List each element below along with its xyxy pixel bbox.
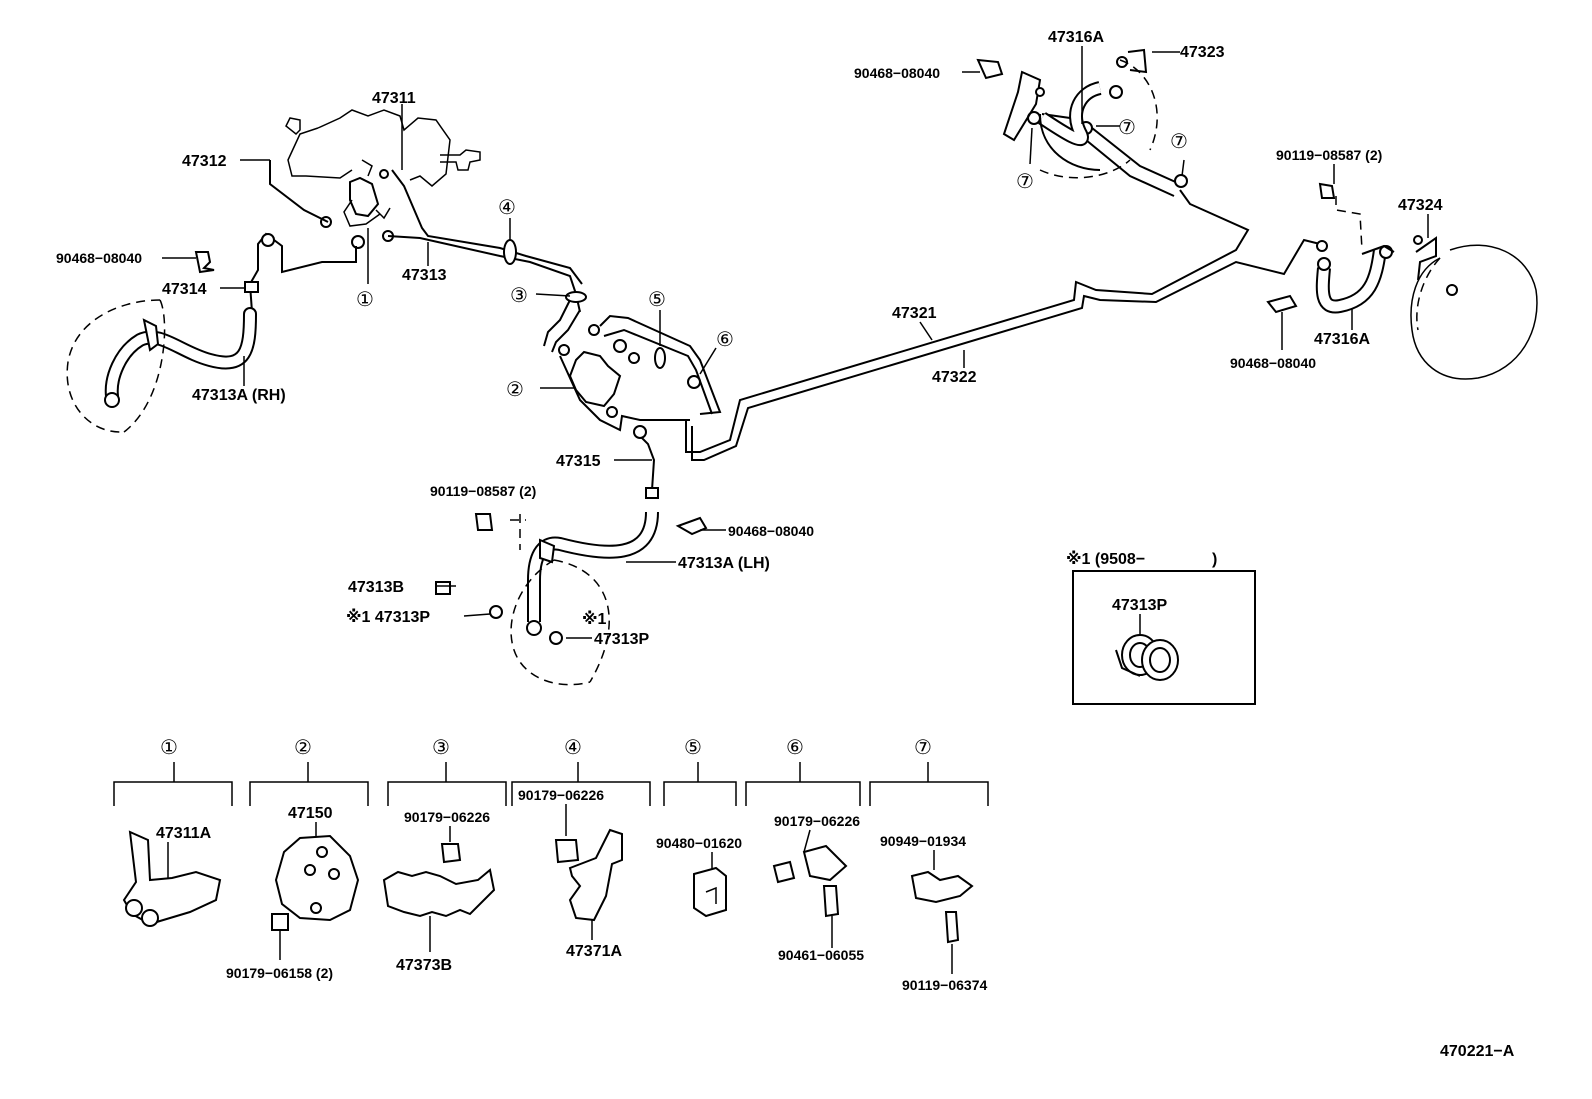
marker-3: ③ (510, 285, 528, 307)
group-1-part-47311a: 47311A (156, 825, 212, 842)
group-2-part-90179-06158: 90179−06158 (2) (226, 965, 333, 981)
callout-47314: 47314 (162, 281, 207, 298)
marker-2: ② (506, 379, 524, 401)
group-1: ① 47311A (113, 737, 233, 927)
marker-1: ① (356, 289, 374, 311)
callout-47313b: 47313B (348, 579, 404, 596)
brake-line-47312 (269, 160, 329, 223)
group-4: ④ 90179−06226 47371A (511, 737, 651, 960)
inset-header-close: ) (1212, 551, 1217, 568)
brake-line-47313 (391, 169, 583, 285)
group-7: ⑦ 90949−01934 90119−06374 (869, 737, 989, 993)
diagram-code: 470221−A (1440, 1043, 1515, 1060)
group-4-part-90179-06226: 90179−06226 (518, 787, 604, 803)
group-3-part-47373b: 47373B (396, 957, 452, 974)
callout-47313a-rh: 47313A (RH) (192, 387, 286, 404)
group-7-part-90949-01934: 90949−01934 (880, 833, 966, 849)
group-6: ⑥ 90179−06226 90461−06055 (745, 737, 864, 963)
group-6-part-90461-06055: 90461−06055 (778, 947, 864, 963)
group-5: ⑤ 90480−01620 (656, 737, 742, 918)
inset-box (1072, 570, 1256, 705)
callout-90468-top: 90468−08040 (854, 65, 940, 81)
callout-47316a-top: 47316A (1048, 29, 1104, 46)
group-7-part-90119-06374: 90119−06374 (902, 977, 987, 993)
group-2-part-47150: 47150 (288, 805, 333, 822)
callout-47323: 47323 (1180, 44, 1225, 61)
group-5-number: ⑤ (684, 737, 702, 759)
callout-47316a-right: 47316A (1314, 331, 1370, 348)
group-3: ③ 90179−06226 47373B (382, 737, 507, 974)
inset-header: ※1 (9508− (1066, 550, 1145, 568)
callout-90468-rh: 90468−08040 (56, 250, 142, 266)
group-7-number: ⑦ (914, 737, 932, 759)
callout-90119-lh: 90119−08587 (2) (430, 483, 536, 499)
group-6-number: ⑥ (786, 737, 804, 759)
rh-rotor-outline (66, 299, 161, 433)
leader-lines (162, 46, 1429, 639)
group-3-part-90179-06226: 90179−06226 (404, 809, 490, 825)
callout-47315: 47315 (556, 453, 601, 470)
group-3-number: ③ (432, 737, 450, 759)
callout-47313a-lh: 47313A (LH) (678, 555, 770, 572)
inset-part-47313p: 47313P (1112, 597, 1167, 614)
callout-47322: 47322 (932, 369, 977, 386)
group-4-part-47371a: 47371A (566, 943, 622, 960)
marker-4: ④ (498, 197, 516, 219)
group-6-part-90179-06226: 90179−06226 (774, 813, 860, 829)
proportioning-valve (558, 314, 722, 432)
marker-5: ⑤ (648, 289, 666, 311)
group-2: ② 47150 90179−06158 (2) (226, 737, 369, 981)
master-cylinder-assembly (285, 109, 481, 249)
callout-90468-right: 90468−08040 (1230, 355, 1316, 371)
group-2-number: ② (294, 737, 312, 759)
callout-47313: 47313 (402, 267, 447, 284)
group-5-part-90480-01620: 90480−01620 (656, 835, 742, 851)
callout-47313p-left: ※1 47313P (346, 608, 430, 626)
marker-7-a: ⑦ (1118, 117, 1136, 139)
marker-6: ⑥ (716, 329, 734, 351)
callout-47312: 47312 (182, 153, 227, 170)
callout-90119-right: 90119−08587 (2) (1276, 147, 1382, 163)
brake-line-47322 (691, 238, 1321, 461)
callout-90468-lh: 90468−08040 (728, 523, 814, 539)
brake-line-47321 (685, 189, 1250, 453)
callout-47321: 47321 (892, 305, 937, 322)
callout-47313p-star: ※1 (582, 610, 607, 628)
callout-47311: 47311 (372, 90, 416, 107)
marker-7-b: ⑦ (1016, 171, 1034, 193)
washer-pair-icon (1115, 634, 1179, 681)
group-1-number: ① (160, 737, 178, 759)
group-4-number: ④ (564, 737, 582, 759)
callout-47324: 47324 (1398, 197, 1443, 214)
marker-7-c: ⑦ (1170, 131, 1188, 153)
callout-47313p-right: 47313P (594, 631, 649, 648)
